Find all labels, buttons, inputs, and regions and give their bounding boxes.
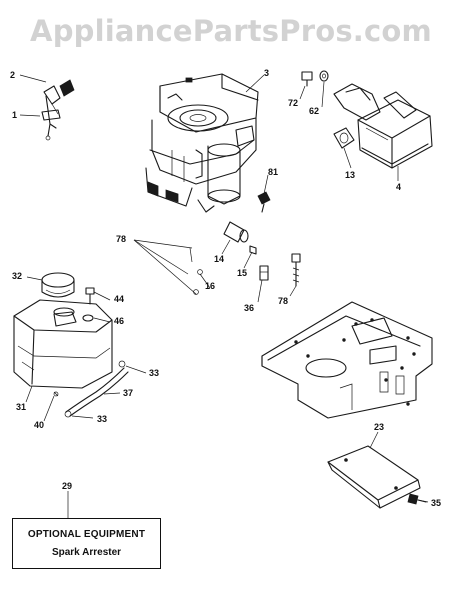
callout-1: 1	[12, 110, 17, 120]
engine-bolt	[257, 191, 271, 213]
callout-44: 44	[114, 294, 124, 304]
callout-23: 23	[374, 422, 384, 432]
callout-15: 15	[237, 268, 247, 278]
engine	[145, 73, 259, 213]
callout-81: 81	[268, 167, 278, 177]
callout-2: 2	[10, 70, 15, 80]
callout-78-left: 78	[116, 234, 126, 244]
muffler	[333, 83, 433, 169]
callout-31: 31	[16, 402, 26, 412]
exhaust-gasket	[333, 127, 355, 149]
callout-37: 37	[123, 388, 133, 398]
callout-36: 36	[244, 303, 254, 313]
tank-screws	[82, 287, 95, 322]
optional-equipment-title: OPTIONAL EQUIPMENT	[27, 529, 146, 540]
watermark: AppliancePartsPros.com	[30, 14, 432, 48]
fuel-tank	[13, 299, 113, 389]
muffler-bolt	[301, 70, 329, 87]
heat-shield	[327, 445, 421, 509]
callout-14: 14	[214, 254, 224, 264]
leader-lines	[19, 74, 429, 518]
callout-32: 32	[12, 271, 22, 281]
callout-33-lower: 33	[97, 414, 107, 424]
callout-3: 3	[264, 68, 269, 78]
callout-40: 40	[34, 420, 44, 430]
spark-arrester-label: Spark Arrester	[51, 547, 122, 558]
callout-4: 4	[396, 182, 401, 192]
callout-62: 62	[309, 106, 319, 116]
fuel-line	[53, 360, 129, 418]
callout-labels: 2 1 3 72 62 13 4 81 78 14 15 16 36 78 32…	[10, 68, 441, 508]
shield-screw	[407, 493, 427, 505]
callout-13: 13	[345, 170, 355, 180]
ignition-key-switch	[41, 79, 75, 141]
callout-16: 16	[205, 281, 215, 291]
fuel-cap	[41, 272, 75, 298]
engine-mount-plate	[261, 301, 433, 419]
callout-46: 46	[114, 316, 124, 326]
callout-29: 29	[62, 481, 72, 491]
callout-35: 35	[431, 498, 441, 508]
callout-33-upper: 33	[149, 368, 159, 378]
optional-equipment-box: OPTIONAL EQUIPMENT Spark Arrester	[12, 518, 161, 569]
callout-72: 72	[288, 98, 298, 108]
engine-hardware	[189, 221, 301, 295]
callout-78-right: 78	[278, 296, 288, 306]
